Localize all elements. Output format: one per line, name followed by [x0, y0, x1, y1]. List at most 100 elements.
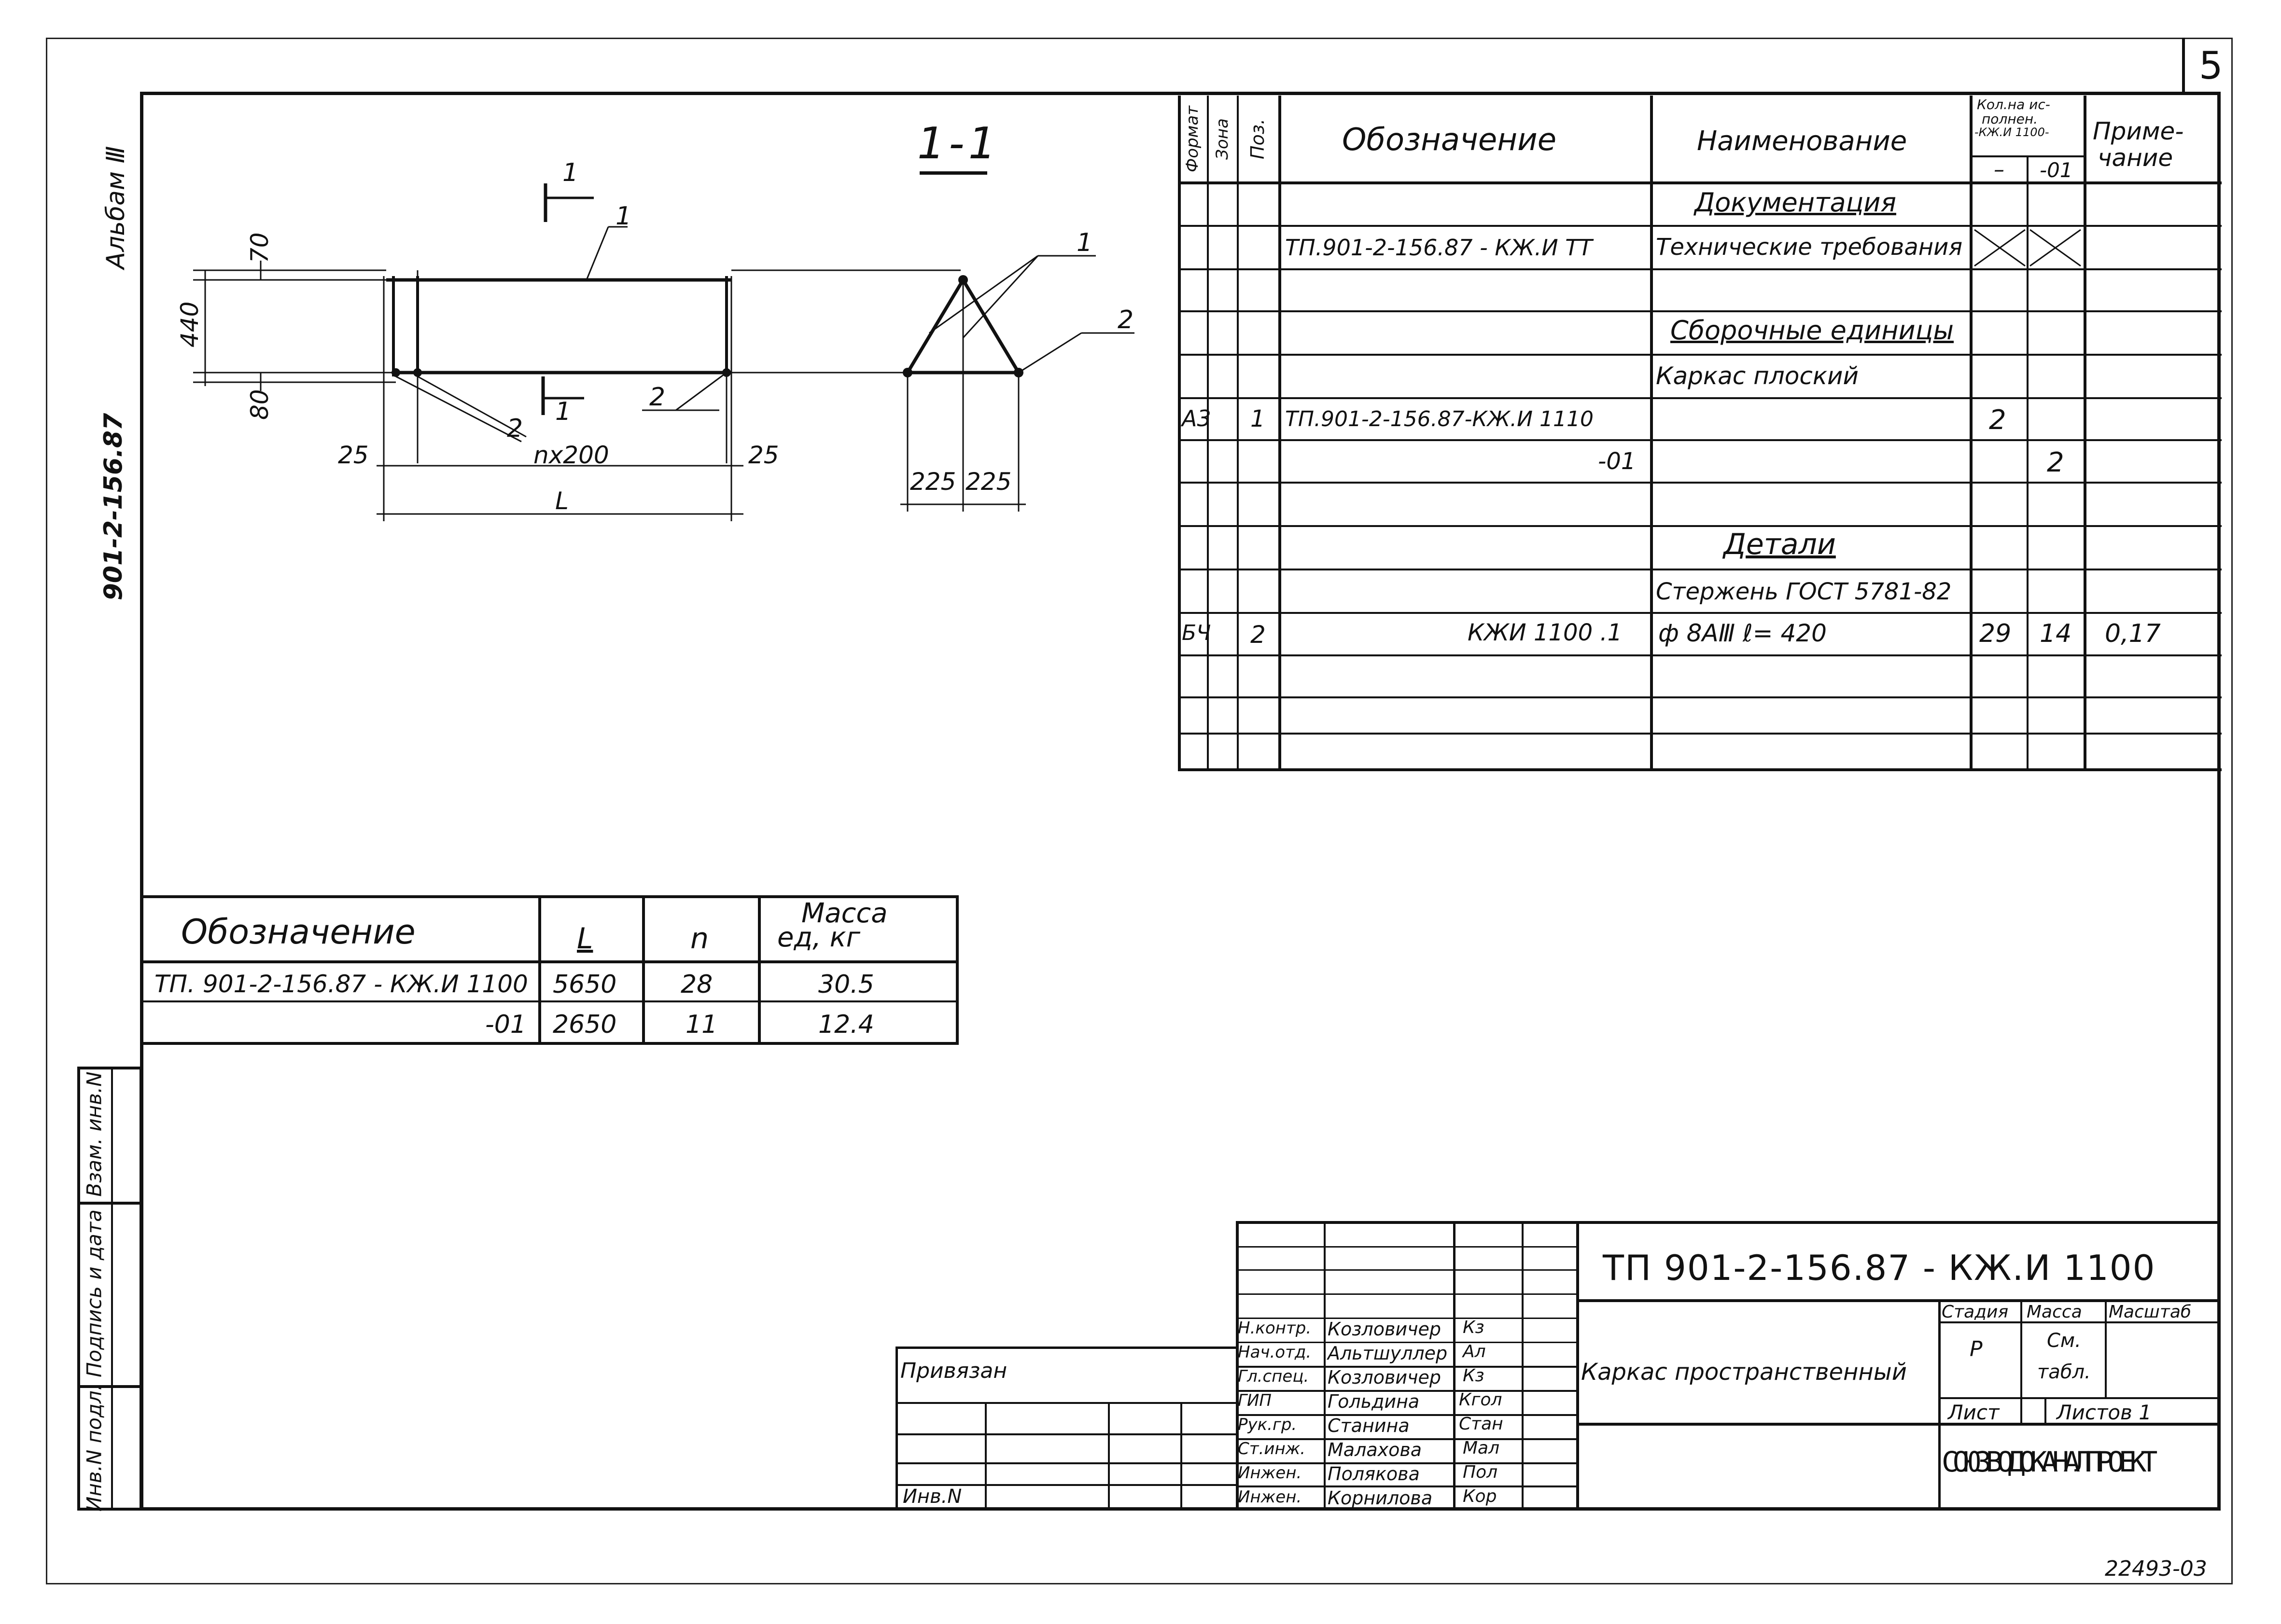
name-2: Козловичер: [1328, 1367, 1441, 1388]
row6-q2: 2: [2047, 447, 2064, 478]
left-stamp-divider: [111, 1067, 113, 1511]
hdr-zone: Зона: [1213, 118, 1232, 160]
sheet-number: 5: [2199, 44, 2223, 88]
left-stamp-sep-2: [77, 1385, 142, 1388]
title-code: ТП 901-2-156.87 - КЖ.И 1100: [1603, 1248, 2156, 1288]
row1-name: Технические требования: [1656, 234, 1963, 261]
privyazan-label: Привязан: [900, 1359, 1008, 1383]
mass-row1-designation: ТП. 901-2-156.87 - КЖ.И 1100: [154, 970, 528, 998]
row1-designation: ТП.901-2-156.87 - КЖ.И ТТ: [1285, 235, 1593, 261]
row5-designation: ТП.901-2-156.87-КЖ.И 1110: [1285, 407, 1594, 431]
hdr-qty-2: полнен.: [1982, 111, 2038, 127]
inv-n-label: Инв.N: [903, 1485, 962, 1508]
row10-format: БЧ: [1182, 621, 1211, 645]
mass-table: Обозначение L n Масса ед, кг ТП. 901-2-1…: [140, 895, 959, 1045]
name-0: Козловичер: [1328, 1319, 1441, 1340]
privyazan-block: Привязан Инв.N: [896, 1346, 1238, 1511]
hdr-name: Наименование: [1697, 125, 1907, 157]
row10-pos: 2: [1250, 621, 1266, 649]
name-1: Альтшуллер: [1328, 1343, 1448, 1364]
mass-value-2: табл.: [2037, 1361, 2091, 1383]
hdr-qty-01: -01: [2040, 158, 2073, 182]
dim-25-left: 25: [338, 441, 369, 469]
hdr-qty-dash: –: [1994, 157, 2004, 182]
sheets-label: Листов 1: [2057, 1401, 2152, 1424]
dim-spacing: nх200: [533, 441, 609, 469]
role-2: Гл.спец.: [1238, 1367, 1309, 1386]
dim-80: 80: [246, 389, 274, 420]
row10-q2: 14: [2040, 619, 2072, 648]
callout-1-top: 1: [616, 202, 631, 231]
mass-hdr-designation: Обозначение: [181, 912, 416, 952]
mass-label: Масса: [2027, 1302, 2082, 1322]
sign-0: Кз: [1463, 1318, 1484, 1337]
frame-drawing: 1 1 1 2 2 1 2 70 440 80 25 nх200 25 L 22…: [176, 158, 1134, 521]
title-block: ТП 901-2-156.87 - КЖ.И 1100 Каркас прост…: [1236, 1221, 2221, 1511]
mass-row2-mass: 12.4: [818, 1010, 874, 1039]
row10-name: ф 8АⅢ ℓ= 420: [1658, 619, 1827, 647]
sign-7: Кор: [1463, 1486, 1497, 1506]
name-4: Станина: [1328, 1415, 1410, 1436]
dim-25-right: 25: [748, 441, 779, 469]
callout-2-mid: 2: [649, 383, 665, 412]
hdr-qty-3: -КЖ.И 1100-: [1974, 125, 2049, 139]
role-7: Инжен.: [1238, 1487, 1302, 1507]
left-stamp-sep-1: [77, 1202, 142, 1205]
mass-row1-L: 5650: [553, 970, 617, 999]
left-stamp: [77, 1067, 142, 1511]
title-name: Каркас пространственный: [1581, 1359, 1907, 1386]
stamp-vzam: Взам. инв.N: [82, 1071, 106, 1197]
stamp-inv: Инв.N подл.: [82, 1384, 106, 1512]
callout-2-right: 2: [1118, 305, 1134, 334]
row6-designation: -01: [1598, 448, 1636, 475]
mass-hdr-mass-1: Масса: [801, 898, 888, 929]
row1-crossed-cells: [1974, 229, 2081, 267]
hdr-qty-1: Кол.на ис-: [1977, 97, 2050, 112]
role-3: ГИП: [1238, 1391, 1272, 1410]
row-heading-docs: Документация: [1694, 187, 1896, 218]
role-5: Ст.инж.: [1238, 1439, 1306, 1458]
row10-q1: 29: [1979, 619, 2012, 648]
hdr-designation: Обозначение: [1342, 122, 1557, 158]
dim-440: 440: [176, 302, 204, 347]
callout-2-left: 2: [507, 414, 523, 443]
mass-hdr-n: n: [690, 922, 709, 956]
mass-row2-n: 11: [686, 1010, 718, 1039]
sheet-number-box: [2182, 38, 2233, 92]
mass-row2-L: 2650: [553, 1010, 617, 1039]
row5-format: А3: [1182, 405, 1211, 431]
section-mark-top: 1: [562, 158, 578, 187]
role-4: Рук.гр.: [1238, 1415, 1297, 1434]
outer-border: [46, 38, 2233, 1584]
hdr-note-1: Приме-: [2093, 117, 2184, 145]
mass-value-1: См.: [2047, 1330, 2081, 1352]
callout-1-right: 1: [1077, 228, 1092, 257]
sign-1: Ал: [1463, 1342, 1486, 1361]
mass-hdr-mass-2: ед, кг: [777, 922, 861, 953]
dim-70: 70: [246, 232, 274, 263]
dim-225-left: 225: [910, 468, 956, 496]
mass-row1-n: 28: [681, 970, 713, 999]
role-1: Нач.отд.: [1238, 1343, 1312, 1362]
mass-row2-designation: -01: [485, 1010, 526, 1039]
sign-4: Стан: [1459, 1414, 1503, 1434]
row-heading-assemblies: Сборочные единицы: [1670, 315, 1954, 346]
dim-225-right: 225: [966, 468, 1011, 496]
sheet-label: Лист: [1948, 1401, 2000, 1424]
bottom-code: 22493-03: [2105, 1556, 2207, 1581]
dim-length: L: [555, 487, 569, 515]
sign-5: Мал: [1463, 1438, 1500, 1458]
row-heading-details: Детали: [1723, 527, 1836, 561]
name-7: Корнилова: [1328, 1487, 1433, 1509]
row10-designation: КЖИ 1100 .1: [1468, 619, 1623, 646]
row5-q1: 2: [1989, 404, 2006, 436]
role-0: Н.контр.: [1238, 1319, 1312, 1338]
sign-2: Кз: [1463, 1366, 1484, 1386]
scale-label: Масштаб: [2109, 1302, 2192, 1322]
section-mark-bottom: 1: [555, 397, 571, 426]
hdr-format: Формат: [1183, 106, 1202, 172]
name-3: Гольдина: [1328, 1391, 1420, 1412]
role-6: Инжен.: [1238, 1463, 1302, 1483]
sign-6: Пол: [1463, 1462, 1498, 1482]
stamp-podpis: Подпись и дата: [82, 1209, 106, 1377]
